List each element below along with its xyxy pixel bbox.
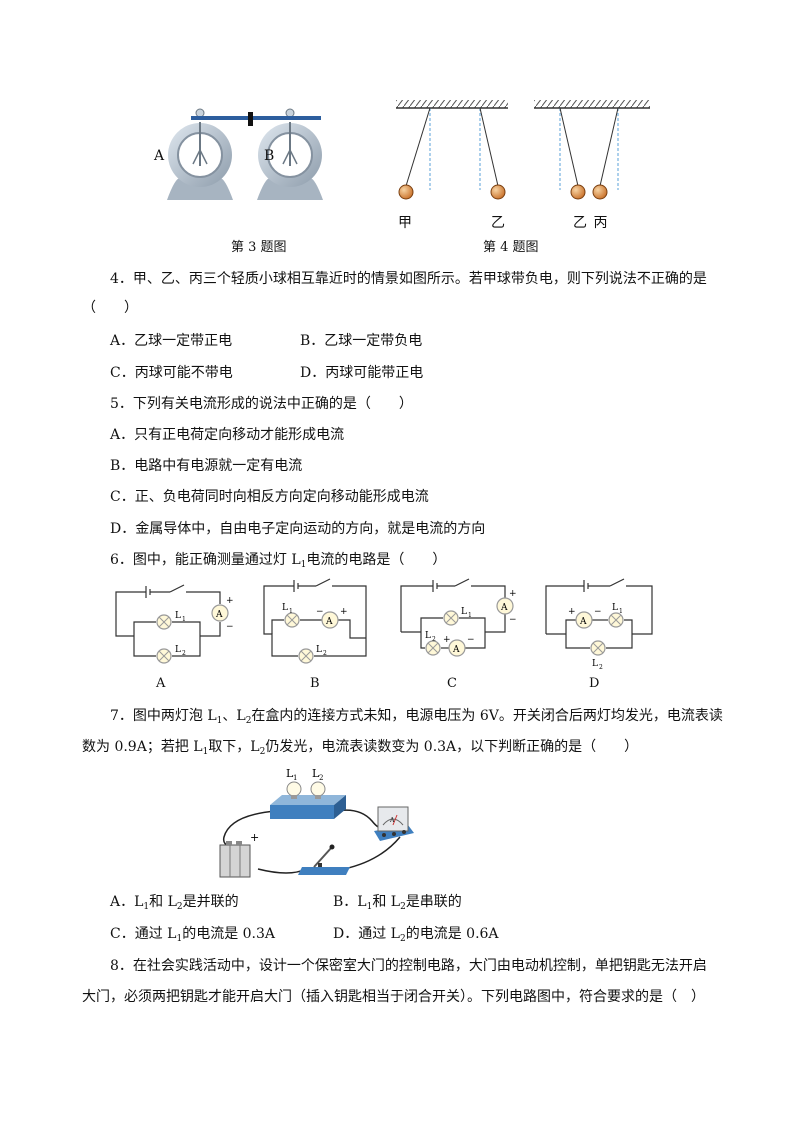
q4-blank: （ ） [82,300,138,316]
bulb-box [270,781,346,819]
svg-text:−: − [316,607,324,617]
svg-text:+: + [509,589,517,599]
q6-stem: 6．图中，能正确测量通过灯 L1电流的电路是（ ） [110,552,447,570]
q6-label-c: C [447,676,457,691]
svg-text:+: + [250,831,259,844]
svg-text:−: − [226,622,234,632]
svg-text:1: 1 [468,612,472,619]
svg-text:L: L [282,603,288,613]
figure-3-electroscopes [167,108,323,200]
ball-bing [592,184,608,200]
svg-text:1: 1 [289,608,293,615]
figure-4-pendulums [396,100,650,200]
fig4-ball-yi-bing: 乙 丙 [573,215,609,231]
svg-text:+: + [443,635,451,645]
q8-line-2: 大门，必须两把钥匙才能开启大门（插入钥匙相当于闭合开关）。下列电路图中，符合要求… [82,989,705,1005]
q7-option-b: B．L1和 L2是串联的 [333,894,462,912]
fig3-label-a: A [154,148,165,164]
svg-text:A: A [579,617,587,627]
q4-option-c: C．丙球可能不带电 [110,365,233,381]
svg-text:1: 1 [293,774,297,782]
q7-option-d: D．通过 L2的电流是 0.6A [333,926,499,944]
svg-text:L: L [316,645,322,655]
svg-text:A: A [325,617,333,627]
q6-label-d: D [589,676,600,691]
svg-text:L: L [312,767,320,780]
electroscope-a [167,108,233,200]
svg-text:L: L [286,767,294,780]
svg-text:L: L [175,611,181,621]
electroscope-b [257,108,323,200]
fig4-ball-yi: 乙 [491,215,505,231]
knife-switch [298,844,350,875]
q5-option-d: D．金属导体中，自由电子定向运动的方向，就是电流的方向 [110,521,486,537]
q4-option-d: D．丙球可能带正电 [300,365,424,381]
q5-option-a: A．只有正电荷定向移动才能形成电流 [110,427,345,443]
svg-text:+: + [340,607,348,617]
svg-text:2: 2 [182,650,186,657]
q7-line-2: 数为 0.9A；若把 L1取下，L2仍发光，电流表读数变为 0.3A，以下判断正… [82,739,639,757]
q4-option-a: A．乙球一定带正电 [110,333,233,349]
insulating-handle [248,112,253,126]
q8-line-1: 8．在社会实践活动中，设计一个保密室大门的控制电路，大门由电动机控制，单把钥匙无… [110,958,707,974]
ball-yi-2 [570,184,586,200]
q5-stem: 5．下列有关电流形成的说法中正确的是（ ） [110,396,413,412]
svg-text:L: L [612,603,618,613]
q4-stem: 4．甲、乙、丙三个轻质小球相互靠近时的情景如图所示。若甲球带负电，则下列说法不正… [110,271,707,287]
svg-text:+: + [568,607,576,617]
svg-text:2: 2 [323,650,327,657]
svg-text:−: − [509,615,517,625]
svg-text:A: A [215,610,223,620]
ball-yi [490,184,506,200]
q7-option-a: A．L1和 L2是并联的 [110,894,239,912]
svg-text:L: L [461,607,467,617]
ball-jia [398,184,414,200]
svg-text:L: L [592,659,598,669]
q5-option-c: C．正、负电荷同时向相反方向定向移动能形成电流 [110,489,429,505]
q5-option-b: B．电路中有电源就一定有电流 [110,458,303,474]
ammeter: A [374,806,414,841]
q6-label-a: A [156,676,166,691]
svg-text:1: 1 [619,608,623,615]
svg-text:A: A [389,817,395,824]
svg-text:A: A [500,603,508,613]
svg-text:−: − [467,635,475,645]
fig3-caption: 第 3 题图 [231,240,287,255]
svg-text:+: + [226,596,234,606]
q4-option-b: B．乙球一定带负电 [300,333,423,349]
svg-text:A: A [452,645,460,655]
q7-option-c: C．通过 L1的电流是 0.3A [110,926,276,944]
battery-pack [219,841,251,878]
fig3-label-b: B [264,148,275,164]
svg-text:L: L [175,645,181,655]
q7-line-1: 7．图中两灯泡 L1、L2在盒内的连接方式未知，电源电压为 6V。开关闭合后两灯… [110,708,723,726]
svg-text:−: − [594,607,602,617]
svg-text:2: 2 [319,774,323,782]
svg-text:2: 2 [432,636,436,643]
svg-text:L: L [425,631,431,641]
fig4-caption: 第 4 题图 [483,240,539,255]
svg-text:1: 1 [182,616,186,623]
svg-text:2: 2 [599,664,603,670]
q6-label-b: B [310,676,320,691]
fig4-ball-jia: 甲 [398,215,412,231]
